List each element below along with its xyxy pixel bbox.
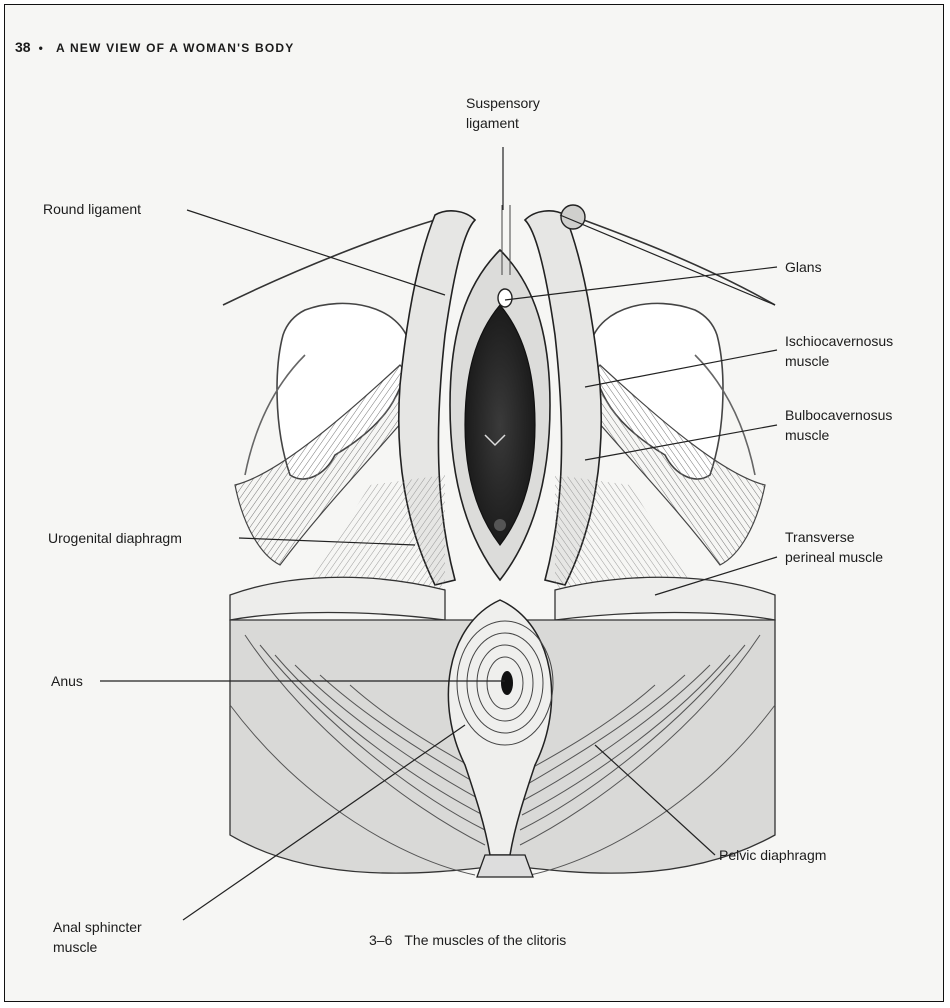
label-line: Bulbocavernosus: [785, 405, 892, 425]
label-anus: Anus: [51, 671, 83, 691]
figure-caption: 3–6 The muscles of the clitoris: [369, 932, 566, 948]
label-line: perineal muscle: [785, 547, 883, 567]
label-suspensory-ligament: Suspensory ligament: [466, 93, 540, 133]
figure-caption-text: The muscles of the clitoris: [404, 932, 566, 948]
label-bulbocavernosus: Bulbocavernosus muscle: [785, 405, 892, 445]
coccyx-tip: [477, 855, 533, 877]
label-line: Anal sphincter: [53, 917, 142, 937]
transverse-perineal-right: [555, 577, 775, 620]
label-line: Transverse: [785, 527, 883, 547]
label-anal-sphincter: Anal sphincter muscle: [53, 917, 142, 957]
book-page: 38•A NEW VIEW OF A WOMAN'S BODY: [4, 4, 944, 1002]
label-line: muscle: [53, 937, 142, 957]
label-line: muscle: [785, 351, 893, 371]
label-glans: Glans: [785, 257, 822, 277]
transverse-perineal-left: [230, 577, 445, 620]
label-pelvic-diaphragm: Pelvic diaphragm: [719, 845, 826, 865]
label-line: Ischiocavernosus: [785, 331, 893, 351]
label-line: ligament: [466, 113, 540, 133]
figure-number: 3–6: [369, 932, 392, 948]
label-urogenital-diaphragm: Urogenital diaphragm: [48, 528, 182, 548]
anus-opening: [501, 671, 513, 695]
glans: [498, 289, 512, 307]
label-line: muscle: [785, 425, 892, 445]
label-round-ligament: Round ligament: [43, 199, 141, 219]
label-transverse-perineal: Transverse perineal muscle: [785, 527, 883, 567]
label-ischiocavernosus: Ischiocavernosus muscle: [785, 331, 893, 371]
label-line: Suspensory: [466, 93, 540, 113]
